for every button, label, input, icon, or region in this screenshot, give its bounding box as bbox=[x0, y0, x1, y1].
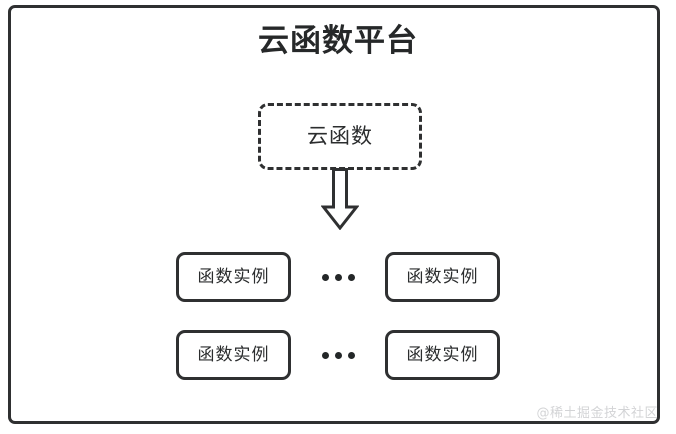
function-instance-label: 函数实例 bbox=[197, 344, 270, 365]
ellipsis-dot bbox=[347, 351, 355, 359]
function-instance-box: 函数实例 bbox=[385, 252, 500, 302]
function-instance-label: 函数实例 bbox=[406, 344, 479, 365]
instance-row: 函数实例 函数实例 bbox=[176, 252, 500, 302]
ellipsis-dot bbox=[334, 273, 342, 281]
watermark: @稀土掘金技术社区 bbox=[536, 406, 658, 421]
platform-title: 云函数平台 bbox=[258, 23, 418, 59]
function-instance-label: 函数实例 bbox=[406, 266, 479, 287]
instance-row: 函数实例 函数实例 bbox=[176, 330, 500, 380]
ellipsis-indicator bbox=[321, 330, 355, 380]
function-instance-label: 函数实例 bbox=[197, 266, 270, 287]
cloud-function-label: 云函数 bbox=[307, 124, 373, 148]
ellipsis-dot bbox=[321, 351, 329, 359]
function-instance-box: 函数实例 bbox=[176, 330, 291, 380]
ellipsis-dot bbox=[321, 273, 329, 281]
down-block-arrow-icon bbox=[321, 168, 359, 230]
cloud-function-node: 云函数 bbox=[258, 103, 422, 170]
ellipsis-dot bbox=[334, 351, 342, 359]
function-instance-box: 函数实例 bbox=[176, 252, 291, 302]
ellipsis-indicator bbox=[321, 252, 355, 302]
function-instance-box: 函数实例 bbox=[385, 330, 500, 380]
ellipsis-dot bbox=[347, 273, 355, 281]
